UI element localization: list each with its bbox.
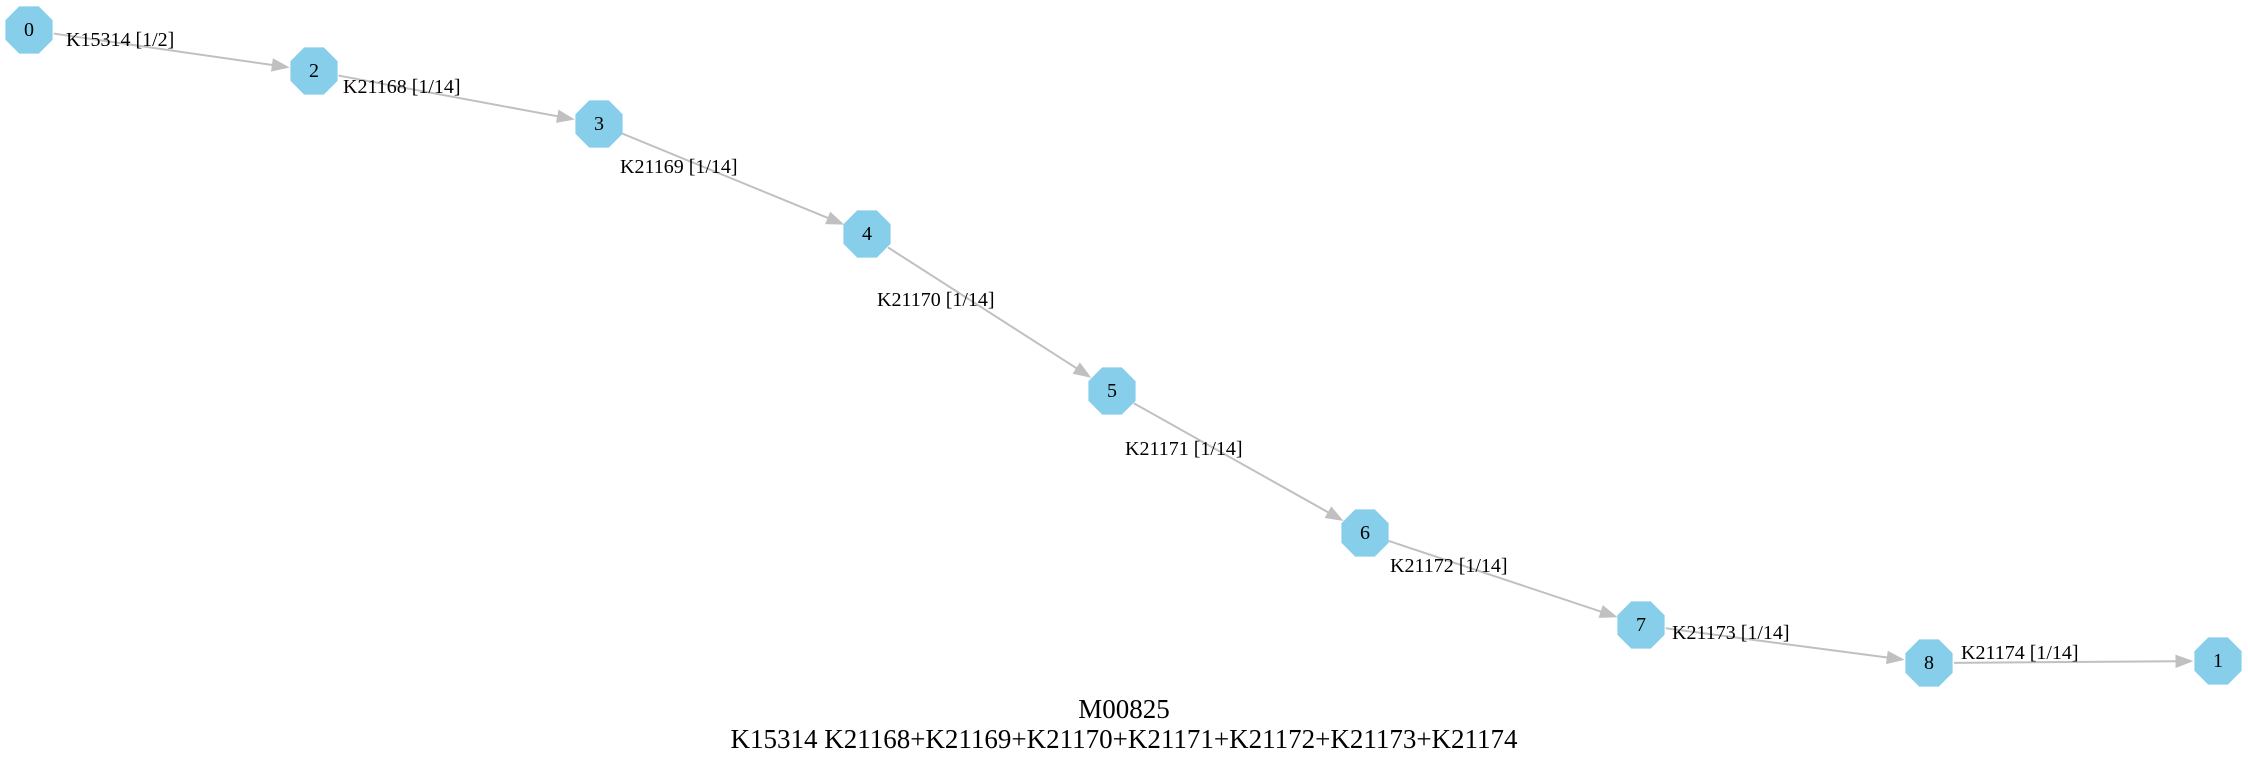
edge-8-1: K21174 [1/14] xyxy=(1953,642,2194,669)
node-label: 3 xyxy=(594,113,604,135)
node-0: 0 xyxy=(5,6,53,54)
node-3: 3 xyxy=(575,100,623,148)
edge-6-7: K21172 [1/14] xyxy=(1388,539,1618,618)
edge-line xyxy=(887,246,1078,370)
edge-2-3: K21168 [1/14] xyxy=(338,74,575,123)
node-5: 5 xyxy=(1088,367,1136,415)
pathway-graph: K15314 [1/2] K21168 [1/14] K21169 [1/14] K2… xyxy=(5,6,2242,687)
octagon-node-shape xyxy=(1617,601,1665,649)
edge-label: K21173 [1/14] xyxy=(1672,622,1790,644)
edges-layer: K15314 [1/2] K21168 [1/14] K21169 [1/14] K2… xyxy=(53,29,2194,669)
edge-line xyxy=(53,32,273,67)
arrowhead-icon xyxy=(825,211,845,225)
node-7: 7 xyxy=(1617,601,1665,649)
node-label: 4 xyxy=(862,223,872,245)
arrowhead-icon xyxy=(1324,506,1344,521)
arrowhead-icon xyxy=(555,109,575,123)
edge-label: K21172 [1/14] xyxy=(1390,555,1508,577)
edge-0-2: K15314 [1/2] xyxy=(53,29,290,72)
node-label: 8 xyxy=(1924,652,1934,674)
edge-7-8: K21173 [1/14] xyxy=(1665,622,1905,665)
node-6: 6 xyxy=(1341,509,1389,557)
edge-line xyxy=(1665,627,1888,659)
edge-line xyxy=(1133,402,1329,514)
edge-line xyxy=(1953,660,2177,664)
edge-5-6: K21171 [1/14] xyxy=(1125,402,1344,521)
octagon-node-shape xyxy=(5,6,53,54)
arrowhead-icon xyxy=(2175,654,2194,669)
node-2: 2 xyxy=(290,47,338,95)
edge-label: K21170 [1/14] xyxy=(877,289,995,311)
arrowhead-icon xyxy=(1885,650,1905,665)
module-definition: K15314 K21168+K21169+K21170+K21171+K2117… xyxy=(730,724,1518,754)
edge-label: K21174 [1/14] xyxy=(1961,642,2079,664)
octagon-node-shape xyxy=(843,210,891,258)
octagon-node-shape xyxy=(290,47,338,95)
edge-line xyxy=(1388,539,1602,613)
node-8: 8 xyxy=(1905,639,1953,687)
edge-label: K21171 [1/14] xyxy=(1125,438,1243,460)
node-label: 0 xyxy=(24,19,34,41)
arrowhead-icon xyxy=(1598,605,1618,618)
octagon-node-shape xyxy=(575,100,623,148)
edge-line xyxy=(338,74,558,118)
edge-label: K21169 [1/14] xyxy=(620,156,738,178)
edge-label: K21168 [1/14] xyxy=(343,76,461,98)
node-label: 2 xyxy=(309,60,319,82)
node-label: 5 xyxy=(1107,380,1117,402)
edge-line xyxy=(621,132,829,219)
octagon-node-shape xyxy=(1088,367,1136,415)
nodes-layer: 0 2 3 4 5 6 7 8 1 xyxy=(5,6,2242,687)
edge-4-5: K21170 [1/14] xyxy=(877,246,1092,378)
octagon-node-shape xyxy=(2194,637,2242,685)
octagon-node-shape xyxy=(1341,509,1389,557)
edge-label: K15314 [1/2] xyxy=(66,29,174,51)
node-label: 1 xyxy=(2213,650,2223,672)
node-label: 6 xyxy=(1360,522,1370,544)
edge-3-4: K21169 [1/14] xyxy=(620,132,845,225)
node-1: 1 xyxy=(2194,637,2242,685)
octagon-node-shape xyxy=(1905,639,1953,687)
node-4: 4 xyxy=(843,210,891,258)
arrowhead-icon xyxy=(270,58,290,72)
arrowhead-icon xyxy=(1072,362,1092,378)
node-label: 7 xyxy=(1636,614,1646,636)
module-title: M00825 xyxy=(1078,694,1170,724)
